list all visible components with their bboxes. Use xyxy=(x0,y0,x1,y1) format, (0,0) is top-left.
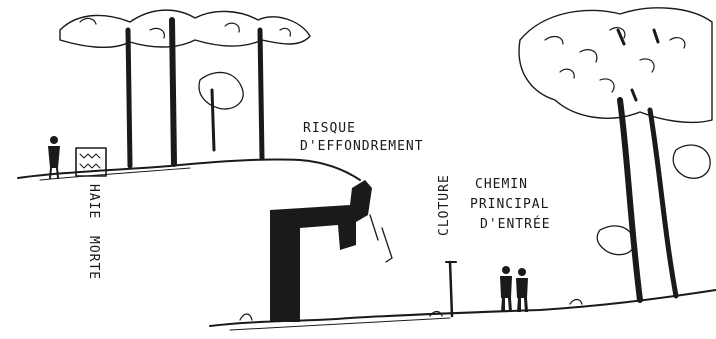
person-left xyxy=(48,136,60,178)
hedge-label-line1: HAIE xyxy=(87,184,100,219)
cliff-section xyxy=(270,180,372,322)
path-label-line3: D'ENTRÉE xyxy=(480,218,551,231)
fence-post xyxy=(450,262,452,316)
path-label-line1: CHEMIN xyxy=(475,178,528,191)
risk-label-line1: RISQUE xyxy=(303,122,356,135)
fence-label: CLOTURE xyxy=(438,174,451,236)
path-label-line2: PRINCIPAL xyxy=(470,198,549,211)
people-on-path xyxy=(500,266,528,312)
tree-right xyxy=(519,8,712,300)
trees-left xyxy=(60,10,310,166)
risk-label-line2: D'EFFONDREMENT xyxy=(300,140,424,153)
hedge-label-line2: MORTE xyxy=(87,236,100,280)
